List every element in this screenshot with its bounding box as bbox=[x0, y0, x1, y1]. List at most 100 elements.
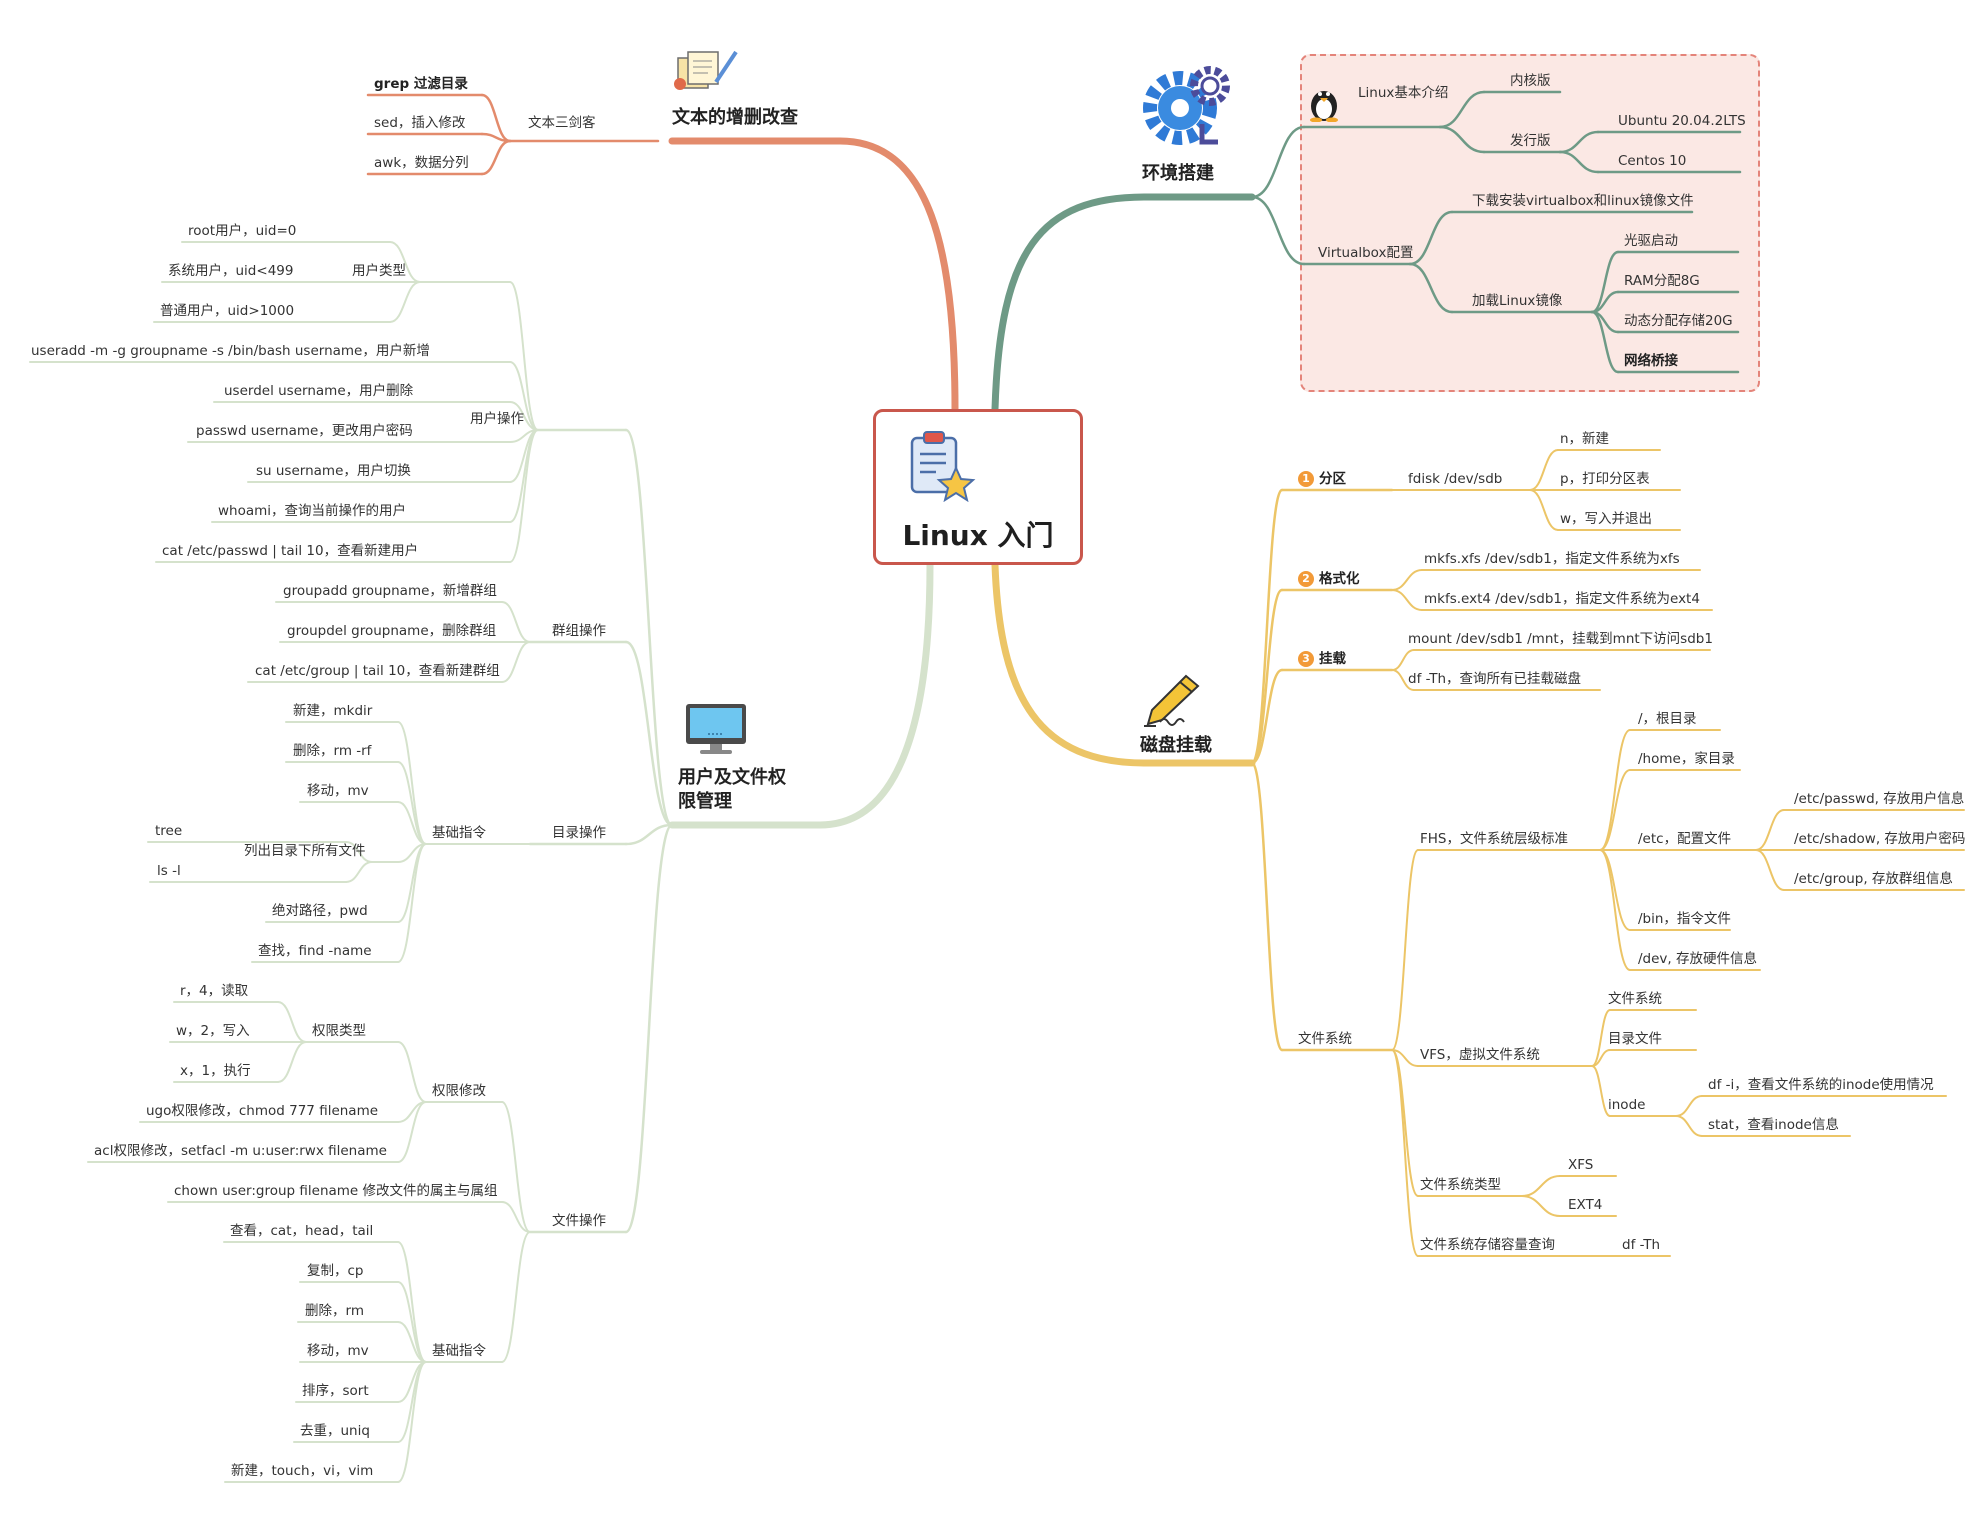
node-grep[interactable]: grep 过滤目录 bbox=[374, 76, 468, 92]
node-etc-shadow[interactable]: /etc/shadow, 存放用户密码 bbox=[1794, 831, 1966, 847]
branch-title-user-line1[interactable]: 用户及文件权 bbox=[678, 767, 786, 788]
node-cp[interactable]: 复制，cp bbox=[307, 1263, 364, 1279]
node-vfs-dir[interactable]: 目录文件 bbox=[1608, 1031, 1662, 1047]
node-vfs-fs[interactable]: 文件系统 bbox=[1608, 991, 1662, 1007]
node-df-i[interactable]: df -i，查看文件系统的inode使用情况 bbox=[1708, 1077, 1934, 1093]
node-df-th[interactable]: df -Th，查询所有已挂载磁盘 bbox=[1408, 671, 1582, 687]
node-normal-user[interactable]: 普通用户，uid>1000 bbox=[160, 303, 295, 319]
node-whoami[interactable]: whoami，查询当前操作的用户 bbox=[218, 503, 407, 519]
node-root-user[interactable]: root用户，uid=0 bbox=[188, 223, 297, 239]
node-cdrom[interactable]: 光驱启动 bbox=[1624, 233, 1678, 249]
node-useradd[interactable]: useradd -m -g groupname -s /bin/bash use… bbox=[31, 343, 430, 359]
node-mkfs-xfs[interactable]: mkfs.xfs /dev/sdb1，指定文件系统为xfs bbox=[1424, 551, 1680, 567]
node-fdisk-p[interactable]: p，打印分区表 bbox=[1560, 471, 1650, 487]
node-distro[interactable]: 发行版 bbox=[1510, 133, 1551, 149]
node-cat-group[interactable]: cat /etc/group | tail 10，查看新建群组 bbox=[255, 663, 500, 679]
node-sort[interactable]: 排序，sort bbox=[302, 1383, 369, 1399]
node-su[interactable]: su username，用户切换 bbox=[256, 463, 411, 479]
node-system-user[interactable]: 系统用户，uid<499 bbox=[168, 263, 294, 279]
connector bbox=[991, 193, 1256, 413]
node-text-trio[interactable]: 文本三剑客 bbox=[528, 115, 596, 131]
node-userdel[interactable]: userdel username，用户删除 bbox=[224, 383, 414, 399]
node-find[interactable]: 查找，find -name bbox=[258, 943, 372, 959]
node-etc-group[interactable]: /etc/group, 存放群组信息 bbox=[1794, 871, 1953, 887]
node-xfs[interactable]: XFS bbox=[1568, 1157, 1594, 1173]
node-capacity-cmd[interactable]: df -Th bbox=[1622, 1237, 1661, 1253]
node-dir-mv[interactable]: 移动，mv bbox=[307, 783, 369, 799]
node-stat[interactable]: stat，查看inode信息 bbox=[1708, 1117, 1839, 1133]
root-node[interactable]: Linux 入门 bbox=[873, 409, 1083, 565]
node-load-image[interactable]: 加载Linux镜像 bbox=[1472, 293, 1563, 309]
node-ext4[interactable]: EXT4 bbox=[1568, 1197, 1603, 1213]
node-uniq[interactable]: 去重，uniq bbox=[300, 1423, 370, 1439]
node-bridge[interactable]: 网络桥接 bbox=[1624, 353, 1678, 369]
node-chmod[interactable]: ugo权限修改，chmod 777 filename bbox=[146, 1103, 379, 1119]
node-fhs-dev[interactable]: /dev, 存放硬件信息 bbox=[1638, 951, 1757, 967]
branch-title-text[interactable]: 文本的增删改查 bbox=[672, 107, 798, 128]
node-user-types[interactable]: 用户类型 bbox=[352, 263, 406, 279]
node-dir-ops[interactable]: 目录操作 bbox=[552, 825, 606, 841]
branch-title-env[interactable]: 环境搭建 bbox=[1142, 163, 1214, 184]
branch-title-disk[interactable]: 磁盘挂载 bbox=[1140, 735, 1212, 756]
node-inode[interactable]: inode bbox=[1608, 1097, 1646, 1113]
node-chown[interactable]: chown user:group filename 修改文件的属主与属组 bbox=[174, 1183, 498, 1199]
node-groupdel[interactable]: groupdel groupname，删除群组 bbox=[287, 623, 497, 639]
connector bbox=[397, 1361, 427, 1483]
node-ram[interactable]: RAM分配8G bbox=[1624, 273, 1700, 289]
node-vfs[interactable]: VFS，虚拟文件系统 bbox=[1420, 1047, 1540, 1063]
node-passwd[interactable]: passwd username，更改用户密码 bbox=[196, 423, 413, 439]
node-mkfs-ext4[interactable]: mkfs.ext4 /dev/sdb1，指定文件系统为ext4 bbox=[1424, 591, 1700, 607]
node-perm-r[interactable]: r，4，读取 bbox=[180, 983, 249, 999]
node-sed[interactable]: sed，插入修改 bbox=[374, 115, 466, 131]
node-fhs-etc[interactable]: /etc，配置文件 bbox=[1638, 831, 1732, 847]
node-tree[interactable]: tree bbox=[155, 823, 183, 839]
node-vbox[interactable]: Virtualbox配置 bbox=[1318, 245, 1414, 261]
node-pwd[interactable]: 绝对路径，pwd bbox=[272, 903, 368, 919]
node-ls[interactable]: ls -l bbox=[157, 863, 181, 879]
connector bbox=[501, 641, 531, 683]
node-file-ops[interactable]: 文件操作 bbox=[552, 1213, 606, 1229]
node-fdisk[interactable]: fdisk /dev/sdb bbox=[1408, 471, 1503, 487]
node-centos[interactable]: Centos 10 bbox=[1618, 153, 1687, 169]
node-fs-types[interactable]: 文件系统类型 bbox=[1420, 1177, 1501, 1193]
node-rm[interactable]: 删除，rm bbox=[305, 1303, 364, 1319]
node-etc-passwd[interactable]: /etc/passwd, 存放用户信息 bbox=[1794, 791, 1965, 807]
node-filesystem[interactable]: 文件系统 bbox=[1298, 1031, 1352, 1047]
node-perm-w[interactable]: w，2，写入 bbox=[176, 1023, 250, 1039]
node-kernel[interactable]: 内核版 bbox=[1510, 73, 1551, 89]
node-fhs-root[interactable]: /，根目录 bbox=[1638, 711, 1697, 727]
node-linux-intro[interactable]: Linux基本介绍 bbox=[1358, 85, 1449, 101]
node-group-ops[interactable]: 群组操作 bbox=[552, 623, 606, 639]
node-user-ops[interactable]: 用户操作 bbox=[470, 411, 524, 427]
node-fhs-bin[interactable]: /bin，指令文件 bbox=[1638, 911, 1731, 927]
node-perm-x[interactable]: x，1，执行 bbox=[180, 1063, 251, 1079]
node-file-basic[interactable]: 基础指令 bbox=[432, 1343, 486, 1359]
node-format-label: 格式化 bbox=[1319, 571, 1360, 587]
node-ubuntu[interactable]: Ubuntu 20.04.2LTS bbox=[1618, 113, 1746, 129]
node-fdisk-n[interactable]: n，新建 bbox=[1560, 431, 1610, 447]
node-perm-modify[interactable]: 权限修改 bbox=[432, 1083, 486, 1099]
node-dir-basic[interactable]: 基础指令 bbox=[432, 825, 486, 841]
node-mkdir[interactable]: 新建，mkdir bbox=[293, 703, 373, 719]
branch-title-user-line2[interactable]: 限管理 bbox=[678, 791, 732, 812]
node-setfacl[interactable]: acl权限修改，setfacl -m u:user:rwx filename bbox=[94, 1143, 387, 1159]
node-touch[interactable]: 新建，touch，vi，vim bbox=[231, 1463, 374, 1479]
node-groupadd[interactable]: groupadd groupname，新增群组 bbox=[283, 583, 497, 599]
node-cat[interactable]: 查看，cat，head，tail bbox=[230, 1223, 374, 1239]
node-fdisk-w[interactable]: w，写入并退出 bbox=[1560, 511, 1653, 527]
node-download[interactable]: 下载安装virtualbox和linux镜像文件 bbox=[1472, 193, 1694, 209]
node-storage[interactable]: 动态分配存储20G bbox=[1624, 313, 1733, 329]
node-cat-passwd[interactable]: cat /etc/passwd | tail 10，查看新建用户 bbox=[162, 543, 419, 559]
node-fhs[interactable]: FHS，文件系统层级标准 bbox=[1420, 831, 1568, 847]
node-list-files[interactable]: 列出目录下所有文件 bbox=[244, 843, 366, 859]
node-mount-cmd[interactable]: mount /dev/sdb1 /mnt，挂载到mnt下访问sdb1 bbox=[1408, 631, 1713, 647]
node-awk[interactable]: awk，数据分列 bbox=[374, 155, 469, 171]
node-capacity[interactable]: 文件系统存储容量查询 bbox=[1420, 1237, 1555, 1253]
node-perm-types[interactable]: 权限类型 bbox=[312, 1023, 366, 1039]
node-fhs-home[interactable]: /home，家目录 bbox=[1638, 751, 1735, 767]
node-rm-rf[interactable]: 删除，rm -rf bbox=[293, 743, 372, 759]
node-file-mv[interactable]: 移动，mv bbox=[307, 1343, 369, 1359]
